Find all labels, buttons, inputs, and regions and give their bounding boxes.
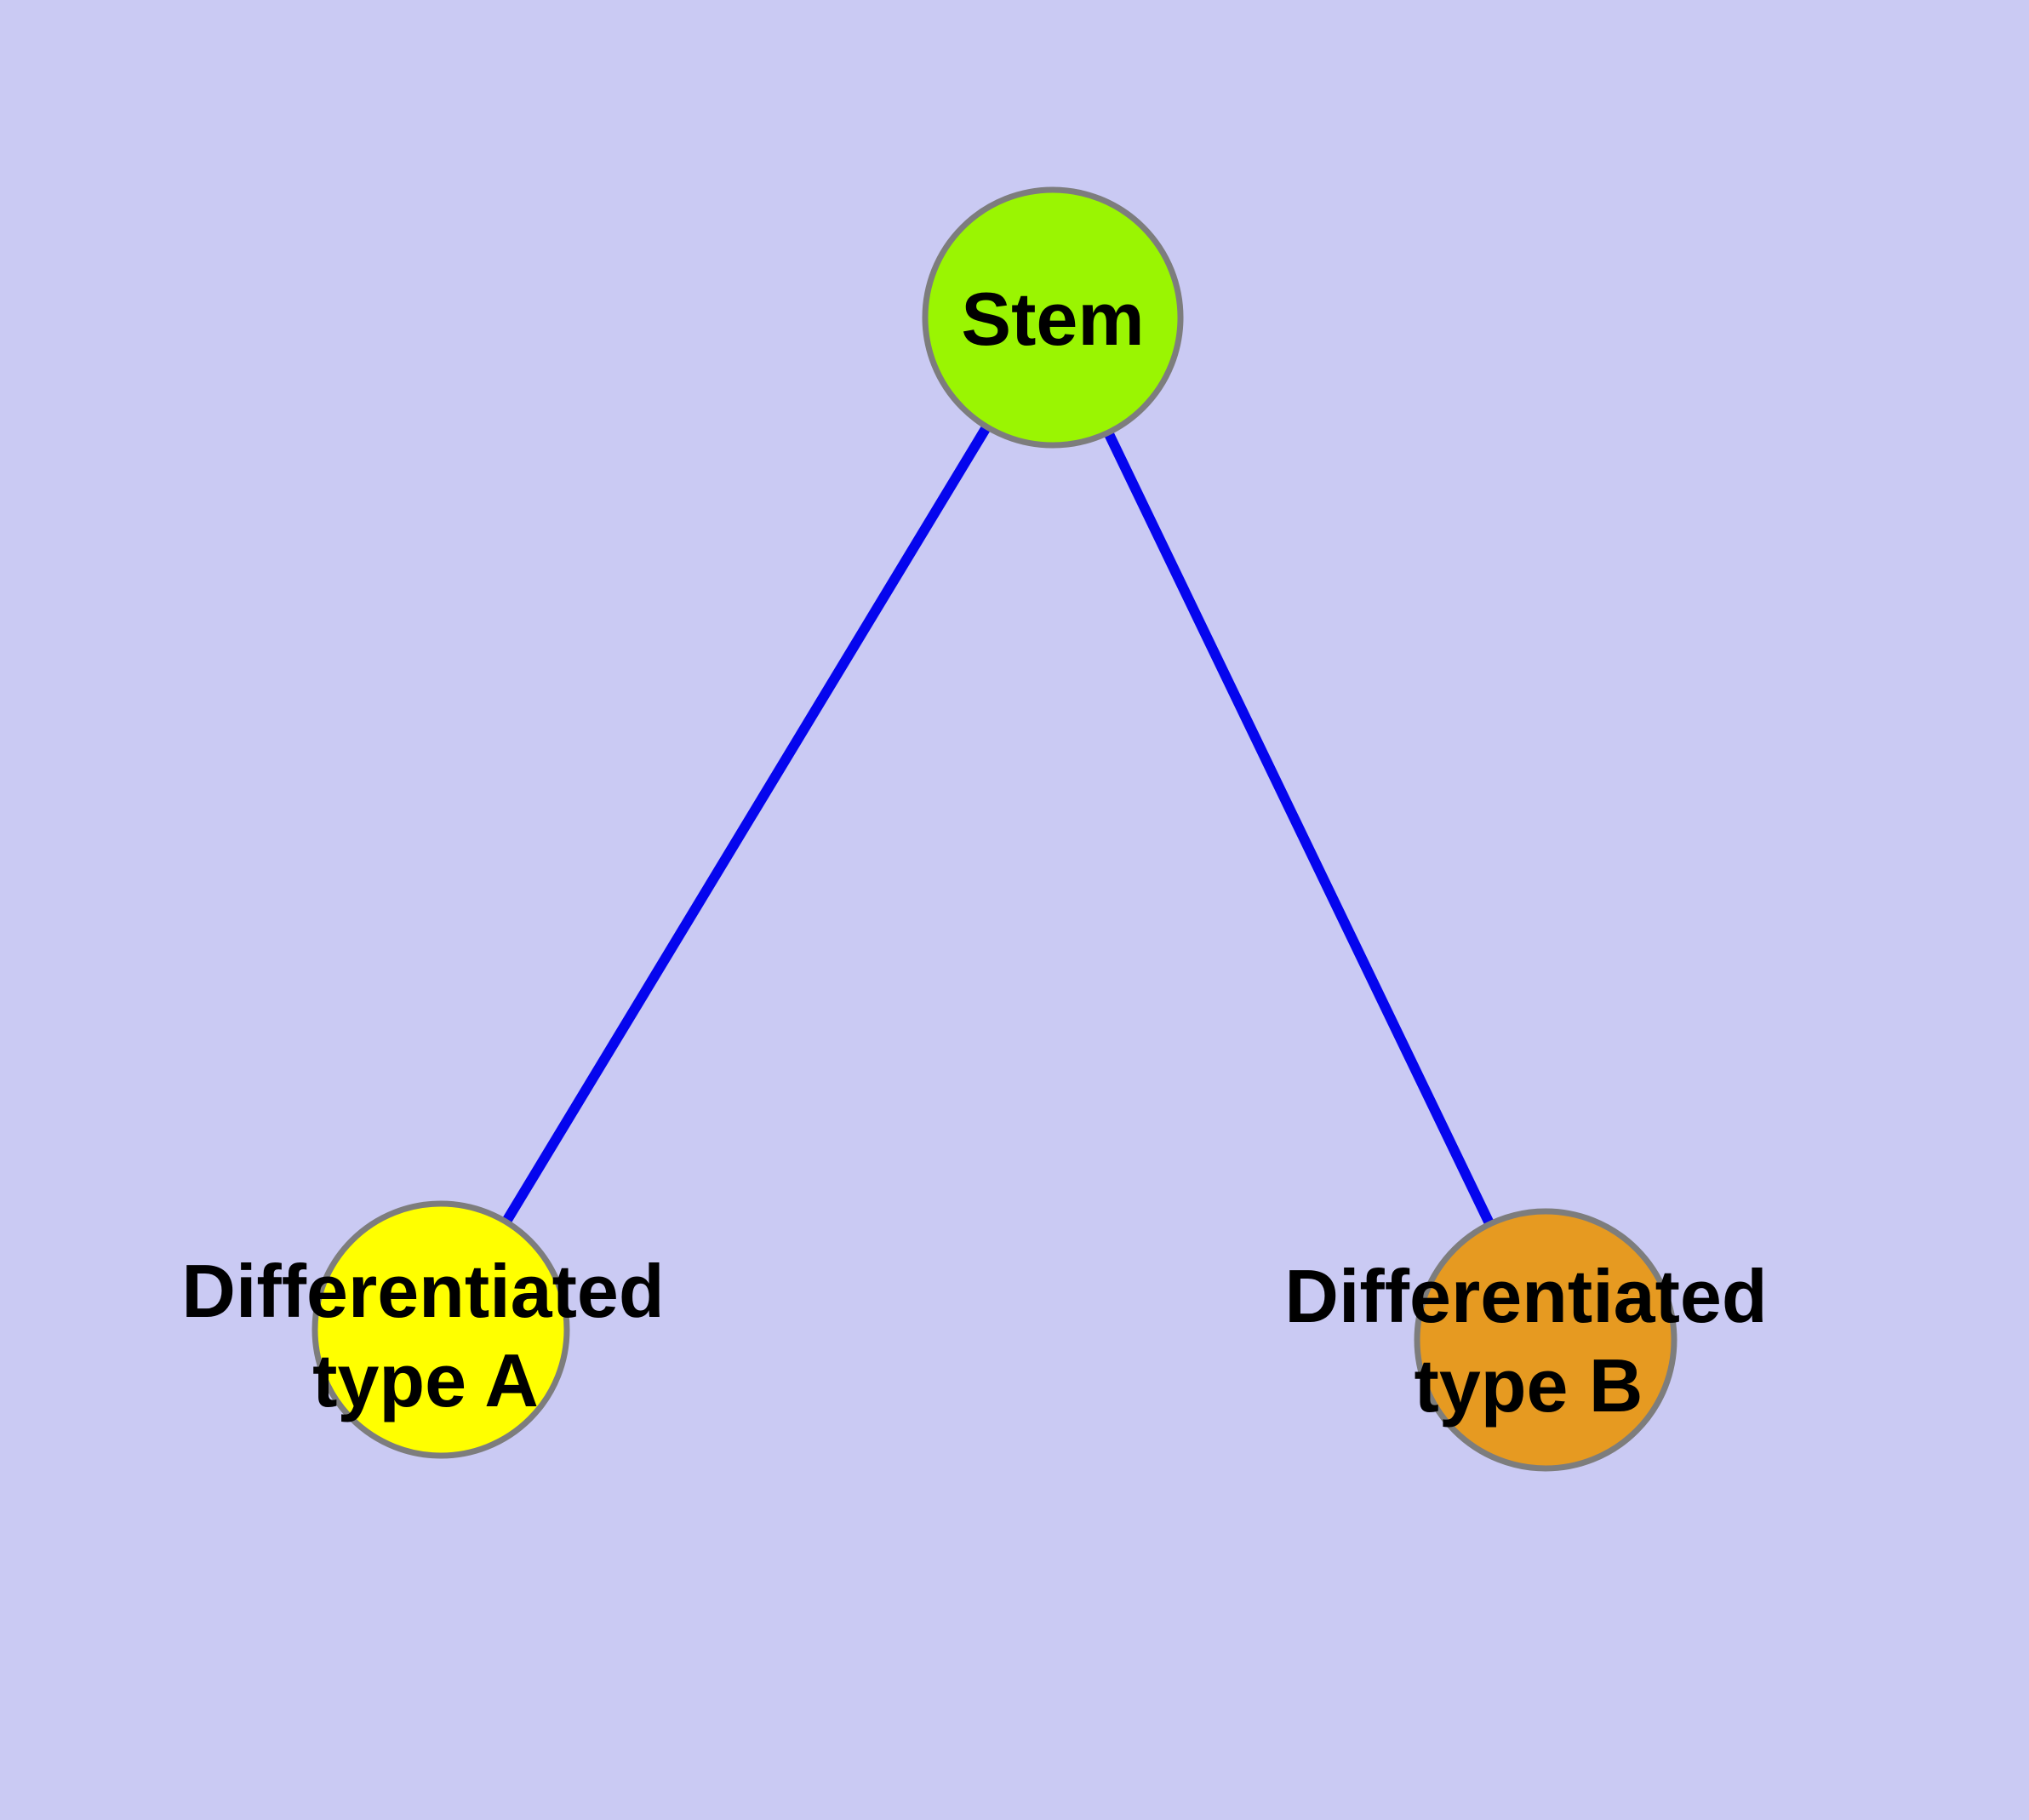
node-stem-label: Stem	[961, 277, 1144, 361]
node-stem-circle	[922, 186, 1184, 449]
node-type-b-circle	[1414, 1208, 1677, 1472]
node-type-b-label-line1: Differentiated	[1284, 1254, 1767, 1338]
edge-stem-to-type-a	[436, 314, 1058, 1333]
edge-stem-to-type-b	[1048, 315, 1551, 1342]
node-type-a-circle	[311, 1200, 570, 1459]
node-type-a-label-line1: Differentiated	[181, 1249, 664, 1333]
node-type-b-label-line2: type B	[1415, 1343, 1643, 1428]
node-type-a-label-line2: type A	[312, 1338, 539, 1422]
